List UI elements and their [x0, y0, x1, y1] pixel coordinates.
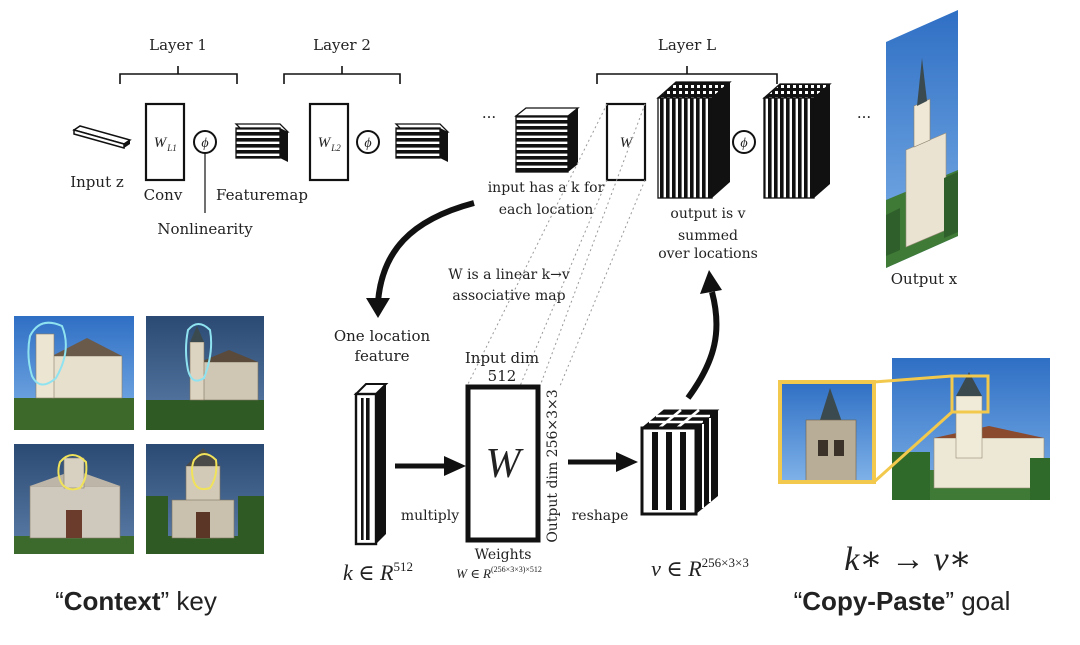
- phi-symbol-L: ϕ: [740, 136, 747, 151]
- context-photo-4: [146, 444, 264, 554]
- curved-arrow-down-head: [366, 298, 390, 318]
- value-cube: [640, 409, 720, 516]
- layerL-output-block: [656, 81, 732, 199]
- nonlinearity-node-2: [356, 130, 380, 154]
- copy-paste-caption: “Copy-Paste” goal: [794, 586, 1011, 616]
- ellipsis-2: ...: [857, 104, 871, 122]
- layerL-bracket: [596, 66, 778, 84]
- key-vector-bar: [353, 383, 389, 546]
- layerL-weight-box: [605, 102, 647, 182]
- output-note-line1: output is v: [670, 206, 745, 222]
- layer1-bracket: [119, 66, 238, 84]
- v-formula: v ∈ R256×3×3: [651, 555, 749, 581]
- multiply-arrowhead: [444, 456, 466, 476]
- one-location-line2: feature: [354, 347, 409, 365]
- weights-label: Weights: [475, 547, 532, 563]
- input-note-line2: each location: [499, 202, 594, 218]
- reshape-arrowhead: [616, 452, 638, 472]
- output-note-line3: over locations: [658, 246, 758, 262]
- copy-paste-main-photo: [892, 358, 1050, 500]
- w-l2-symbol: W: [318, 135, 332, 151]
- post-nonlinearity-block: [762, 83, 832, 199]
- output-dim-label: Output dim 256×3×3: [545, 389, 561, 542]
- nonlinearity-node-L: [732, 130, 756, 154]
- layerL-label: Layer L: [658, 36, 716, 54]
- output-image: [886, 10, 958, 268]
- weights-formula: W ∈ R(256×3×3)×512: [456, 565, 542, 581]
- k-formula: k ∈ R512: [343, 559, 413, 585]
- layer1-label: Layer 1: [149, 36, 207, 54]
- w-l2-subscript: L2: [330, 143, 341, 153]
- layerL-w-symbol: W: [620, 135, 634, 151]
- phi-symbol-1: ϕ: [201, 136, 208, 151]
- output-note-line2: summed: [678, 228, 738, 244]
- input-note-line1: input has a k for: [488, 180, 605, 196]
- one-location-line1: One location: [334, 327, 431, 345]
- input-dim-line2: 512: [488, 367, 517, 385]
- context-photo-2: [146, 316, 264, 430]
- featuremap-label: Featuremap: [216, 186, 308, 204]
- input-z-bar: [72, 125, 132, 149]
- output-x-label: Output x: [891, 270, 958, 288]
- ellipsis-1: ...: [482, 104, 496, 122]
- multiply-label: multiply: [401, 508, 459, 524]
- featuremap-block-1: [234, 123, 290, 162]
- phi-symbol-2: ϕ: [364, 136, 371, 151]
- featuremap-block-3: [514, 107, 580, 173]
- weight-matrix-box: [465, 384, 541, 543]
- featuremap-block-2: [394, 123, 450, 162]
- w-l1-symbol: W: [154, 135, 168, 151]
- nonlinearity-label: Nonlinearity: [157, 220, 253, 238]
- conv-weight-box-2: [308, 102, 350, 182]
- conv-weight-box-1: [144, 102, 186, 182]
- assoc-line2: associative map: [452, 288, 565, 304]
- copy-paste-zoom-inset: [778, 374, 954, 484]
- input-dim-line1: Input dim: [465, 349, 539, 367]
- w-l1-subscript: L1: [166, 143, 177, 153]
- curved-arrow-up: [685, 291, 720, 400]
- reshape-label: reshape: [572, 508, 629, 524]
- weight-matrix-symbol: W: [486, 441, 525, 487]
- context-photo-1: [14, 316, 134, 430]
- layer2-label: Layer 2: [313, 36, 371, 54]
- projection-lines: [466, 103, 646, 387]
- context-key-caption: “Context” key: [55, 586, 217, 616]
- curved-arrow-down: [375, 200, 475, 303]
- assoc-line1: W is a linear k→v: [448, 267, 570, 283]
- curved-arrow-up-head: [700, 270, 722, 294]
- layer2-bracket: [283, 66, 401, 84]
- kv-goal-formula: k∗ → v∗: [844, 541, 971, 578]
- context-photo-3: [14, 444, 134, 554]
- conv-label: Conv: [144, 186, 183, 204]
- input-z-label: Input z: [70, 173, 124, 191]
